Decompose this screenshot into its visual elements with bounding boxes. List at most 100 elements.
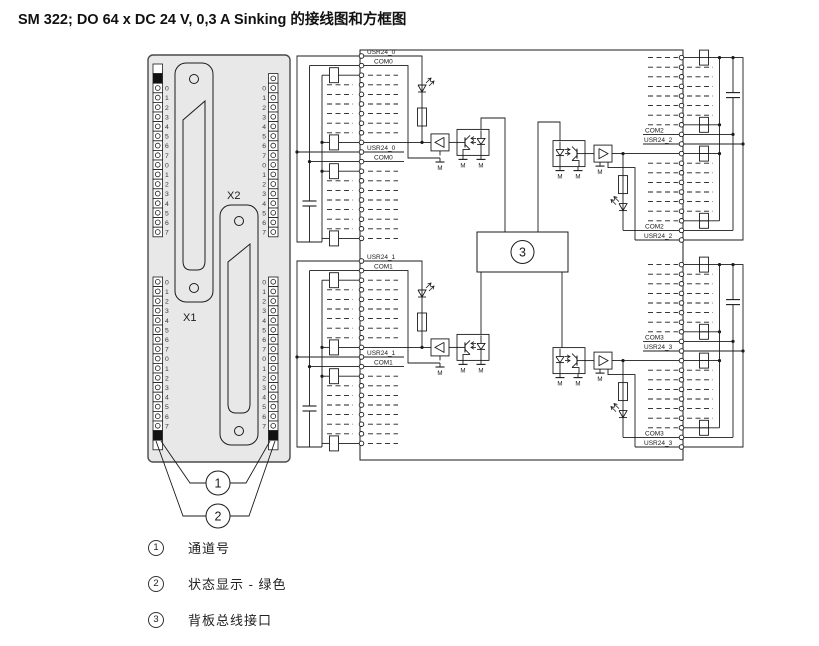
connector-x2-label: X2 [227, 190, 240, 202]
module-channel-number: 5 [262, 134, 266, 141]
ground-label: M [575, 381, 580, 388]
module-channel-number: 6 [165, 414, 169, 421]
module-channel-number: 4 [165, 201, 169, 208]
module-channel-number: 5 [262, 210, 266, 217]
ground-label: M [460, 367, 465, 374]
module-channel-number: 3 [165, 385, 169, 392]
module-channel-number: 3 [262, 385, 266, 392]
terminal-label-usr: USR24_3 [644, 440, 673, 447]
module-channel-number: 1 [262, 366, 266, 373]
module-channel-number: 0 [262, 279, 266, 286]
module-channel-number: 1 [262, 95, 266, 102]
module-channel-number: 5 [165, 404, 169, 411]
terminal-label-usr: USR24_0 [367, 49, 396, 56]
module-channel-number: 6 [165, 220, 169, 227]
module-channel-number: 5 [165, 210, 169, 217]
terminal-label-com: COM3 [645, 430, 664, 437]
callout-1-label: 1 [215, 477, 222, 491]
ground-label: M [478, 367, 483, 374]
module-channel-number: 4 [262, 395, 266, 402]
module-channel-number: 1 [165, 289, 169, 296]
module-channel-number: 0 [262, 356, 266, 363]
module-channel-number: 0 [165, 356, 169, 363]
module-channel-number: 4 [165, 318, 169, 325]
legend-item-1: 1 通道号 [148, 538, 287, 557]
terminal-label-com: COM0 [374, 59, 393, 66]
ground-label: M [437, 370, 442, 377]
module-channel-number: 1 [262, 172, 266, 179]
terminal-label-com: COM1 [374, 360, 393, 367]
ground-label: M [478, 162, 483, 169]
module-channel-number: 5 [262, 327, 266, 334]
diagram-lines: X1 X2 0 1 2 3 4 5 6 7 0 1 2 3 4 5 6 7 0 1 2 3 4 5 6 7 0 1 2 3 4 5 6 7 0 1 2 3… [147, 49, 745, 529]
module-channel-number: 2 [262, 105, 266, 112]
module-channel-number: 2 [262, 375, 266, 382]
module-channel-number: 1 [165, 95, 169, 102]
legend-callout-number: 2 [148, 575, 164, 592]
module-channel-number: 3 [165, 308, 169, 315]
terminal-label-usr: USR24_3 [644, 344, 673, 351]
module-channel-number: 6 [165, 143, 169, 150]
terminal-label-usr: USR24_0 [367, 145, 396, 152]
module-channel-number: 3 [262, 191, 266, 198]
module-channel-number: 5 [165, 134, 169, 141]
module-channel-number: 7 [165, 153, 169, 160]
ground-label: M [575, 174, 580, 181]
terminal-label-usr: USR24_1 [367, 350, 396, 357]
module-channel-number: 7 [262, 230, 266, 237]
module-channel-number: 0 [165, 86, 169, 93]
terminal-label-com: COM2 [645, 127, 664, 134]
module-channel-number: 3 [165, 191, 169, 198]
module-channel-number: 7 [262, 347, 266, 354]
callout-3-label: 3 [519, 246, 526, 260]
legend-text: 通道号 [188, 541, 231, 556]
module-channel-number: 1 [262, 289, 266, 296]
module-channel-number: 6 [262, 143, 266, 150]
module-channel-number: 2 [165, 299, 169, 306]
ground-label: M [557, 381, 562, 388]
module-channel-number: 0 [262, 162, 266, 169]
terminal-label-com: COM0 [374, 155, 393, 162]
module-channel-number: 2 [165, 105, 169, 112]
ground-label: M [437, 165, 442, 172]
module-channel-number: 7 [262, 153, 266, 160]
page-title: SM 322; DO 64 x DC 24 V, 0,3 A Sinking 的… [18, 12, 407, 28]
module-channel-number: 0 [165, 162, 169, 169]
module-channel-number: 7 [165, 347, 169, 354]
module-channel-number: 7 [165, 423, 169, 430]
module-channel-number: 1 [165, 172, 169, 179]
module-channel-number: 4 [262, 318, 266, 325]
module-channel-number: 0 [165, 279, 169, 286]
terminal-label-usr: USR24_1 [367, 254, 396, 261]
ground-label: M [597, 376, 602, 383]
ground-label: M [557, 174, 562, 181]
module-channel-number: 6 [262, 220, 266, 227]
connector-x1-label: X1 [183, 312, 196, 324]
module-channel-number: 7 [165, 230, 169, 237]
ground-label: M [460, 162, 465, 169]
module-channel-number: 1 [165, 366, 169, 373]
module-channel-number: 4 [262, 124, 266, 131]
module-channel-number: 7 [262, 423, 266, 430]
module-channel-number: 6 [262, 414, 266, 421]
legend-callout-number: 1 [148, 539, 164, 556]
ground-label: M [597, 169, 602, 176]
module-channel-number: 5 [165, 327, 169, 334]
terminal-label-usr: USR24_2 [644, 137, 673, 144]
module-channel-number: 2 [262, 299, 266, 306]
module-channel-number: 2 [165, 182, 169, 189]
module-channel-number: 4 [165, 395, 169, 402]
module-channel-number: 3 [165, 114, 169, 121]
module-channel-number: 2 [165, 375, 169, 382]
module-channel-number: 4 [262, 201, 266, 208]
terminal-label-com: COM1 [374, 264, 393, 271]
callout-2-label: 2 [215, 510, 222, 524]
terminal-label-usr: USR24_2 [644, 233, 673, 240]
module-channel-number: 3 [262, 308, 266, 315]
legend-text: 背板总线接口 [188, 613, 273, 628]
module-channel-number: 0 [262, 86, 266, 93]
terminal-label-com: COM2 [645, 223, 664, 230]
module-channel-number: 3 [262, 114, 266, 121]
